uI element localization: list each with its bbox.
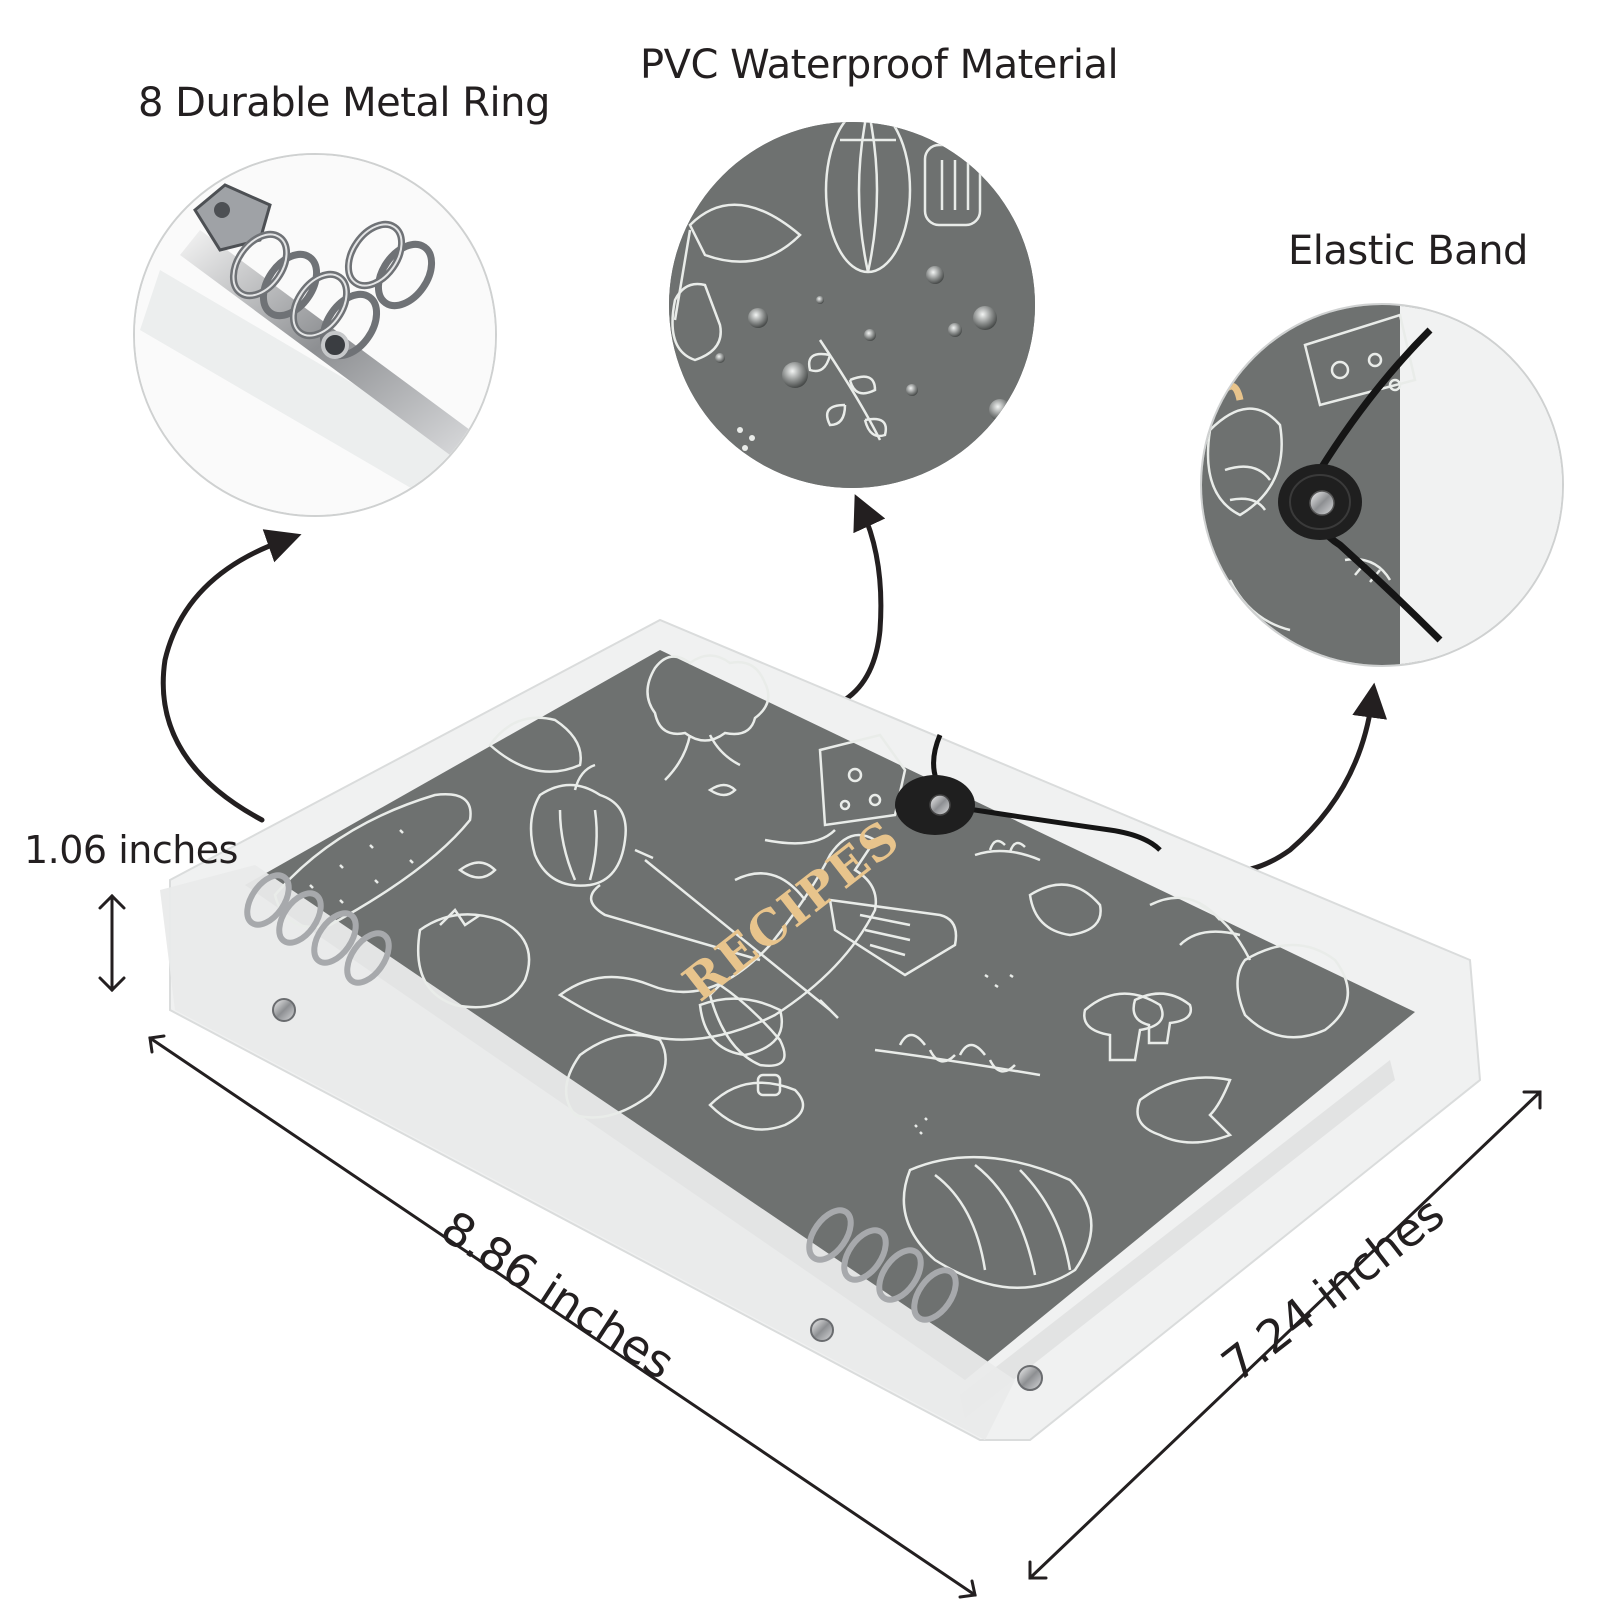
ring-feature-label: 8 Durable Metal Ring — [138, 80, 550, 126]
binder-rings — [244, 872, 959, 1323]
height-dimension-label: 1.06 inches — [24, 828, 238, 872]
ring-detail-circle — [133, 153, 497, 517]
cover-doodles — [273, 654, 1350, 1290]
dimension-lines — [98, 893, 1542, 1599]
band-detail-circle — [1200, 303, 1564, 667]
recipe-binder: RECIPES — [160, 618, 1482, 1441]
pvc-feature-label: PVC Waterproof Material — [640, 42, 1119, 88]
band-feature-label: Elastic Band — [1288, 228, 1528, 274]
pvc-detail-circle — [669, 122, 1035, 488]
